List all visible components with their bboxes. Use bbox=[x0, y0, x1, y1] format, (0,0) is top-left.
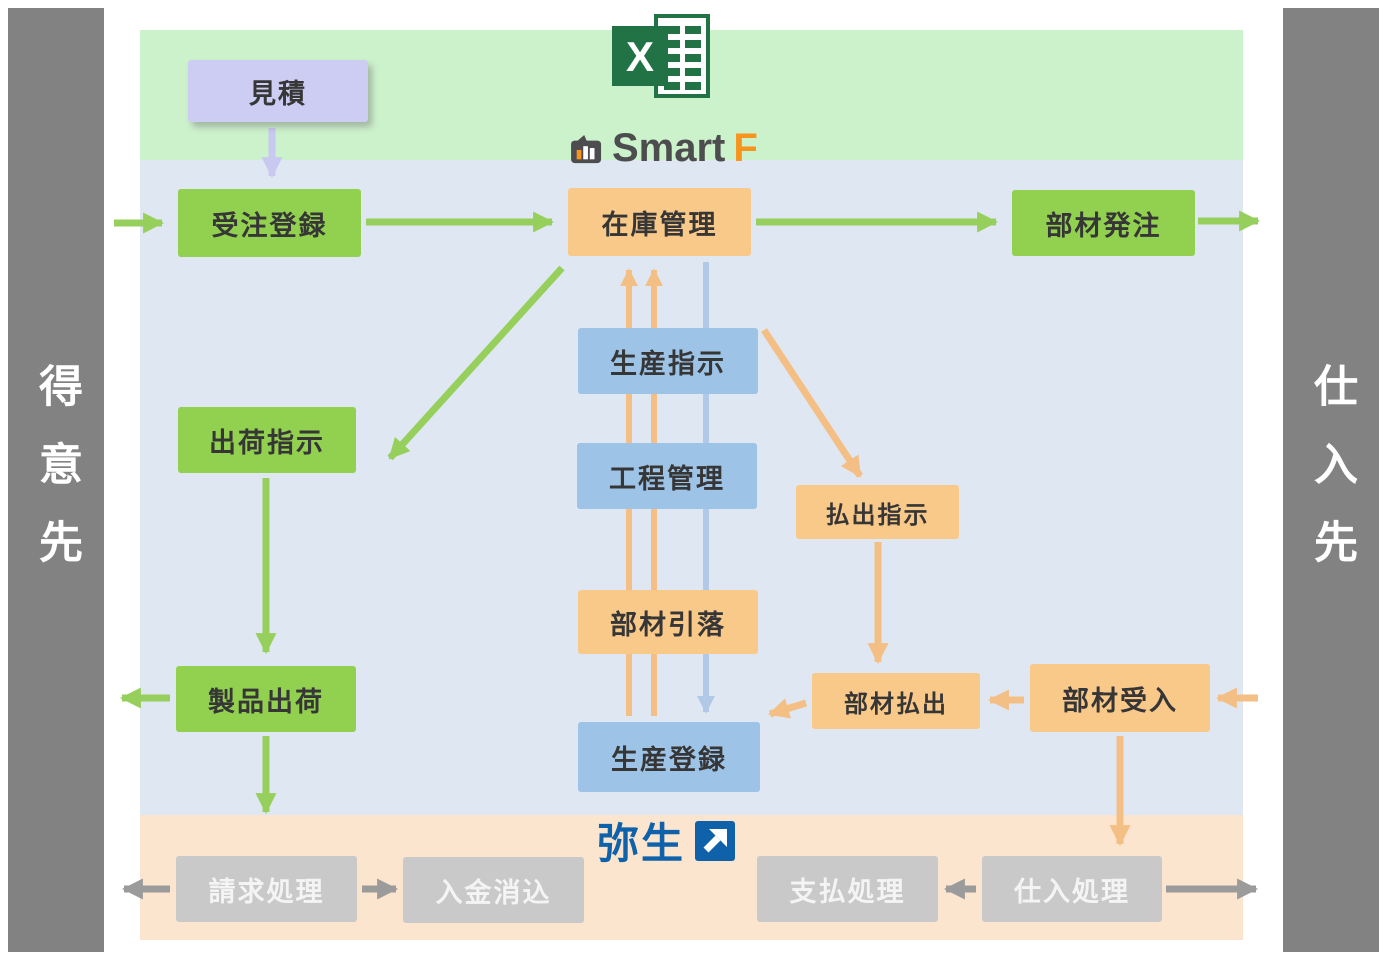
supplier-sidebar: 仕入先 bbox=[1283, 8, 1379, 952]
node-issue-instruction: 払出指示 bbox=[796, 485, 959, 539]
node-parts-issue: 部材払出 bbox=[812, 673, 980, 729]
smartf-wordmark: Smart bbox=[612, 126, 726, 170]
smartf-wordmark-accent: F bbox=[733, 126, 758, 170]
node-parts-debit-label: 部材引落 bbox=[610, 609, 726, 640]
node-inventory-mgmt: 在庫管理 bbox=[568, 188, 751, 256]
supplier-sidebar-label: 仕入先 bbox=[1307, 363, 1356, 597]
node-payment-processing-label: 支払処理 bbox=[789, 876, 906, 907]
yayoi-wordmark: 弥生 bbox=[597, 820, 686, 867]
node-billing: 請求処理 bbox=[176, 856, 357, 922]
node-deposit-reconciliation-label: 入金消込 bbox=[435, 877, 552, 908]
excel-icon: X bbox=[612, 14, 710, 98]
node-estimate-label: 見積 bbox=[249, 78, 307, 109]
node-order-entry: 受注登録 bbox=[178, 189, 361, 257]
node-purchase-processing-label: 仕入処理 bbox=[1014, 876, 1130, 907]
node-production-instruction-label: 生産指示 bbox=[610, 348, 726, 379]
node-parts-issue-label: 部材払出 bbox=[844, 690, 948, 718]
node-billing-label: 請求処理 bbox=[208, 876, 325, 907]
node-order-entry-label: 受注登録 bbox=[211, 210, 328, 241]
node-deposit-reconciliation: 入金消込 bbox=[403, 857, 584, 923]
node-shipping-instruction-label: 出荷指示 bbox=[209, 427, 325, 458]
node-parts-receiving: 部材受入 bbox=[1030, 664, 1210, 732]
node-issue-instruction-label: 払出指示 bbox=[825, 501, 930, 529]
node-production-instruction: 生産指示 bbox=[578, 328, 758, 394]
node-product-shipping-label: 製品出荷 bbox=[208, 686, 324, 717]
node-payment-processing: 支払処理 bbox=[757, 856, 938, 922]
node-inventory-mgmt-label: 在庫管理 bbox=[601, 209, 718, 240]
node-parts-order: 部材発注 bbox=[1012, 190, 1195, 256]
node-estimate: 見積 bbox=[188, 60, 368, 122]
node-process-mgmt: 工程管理 bbox=[577, 443, 757, 509]
node-product-shipping: 製品出荷 bbox=[176, 666, 356, 732]
customer-sidebar-label: 得意先 bbox=[32, 363, 81, 597]
node-parts-order-label: 部材発注 bbox=[1045, 210, 1162, 241]
node-parts-debit: 部材引落 bbox=[578, 590, 758, 654]
excel-logo: X bbox=[612, 12, 712, 100]
node-shipping-instruction: 出荷指示 bbox=[178, 407, 356, 473]
customer-sidebar: 得意先 bbox=[8, 8, 104, 952]
yayoi-logo: 弥生 bbox=[597, 810, 736, 871]
smartf-icon bbox=[571, 134, 602, 163]
node-parts-receiving-label: 部材受入 bbox=[1062, 685, 1178, 716]
excel-x-letter: X bbox=[626, 33, 654, 80]
node-production-registration-label: 生産登録 bbox=[611, 744, 727, 775]
node-purchase-processing: 仕入処理 bbox=[982, 856, 1162, 922]
node-production-registration: 生産登録 bbox=[578, 722, 760, 792]
node-process-mgmt-label: 工程管理 bbox=[609, 463, 725, 494]
yayoi-arrow-icon bbox=[695, 820, 736, 861]
